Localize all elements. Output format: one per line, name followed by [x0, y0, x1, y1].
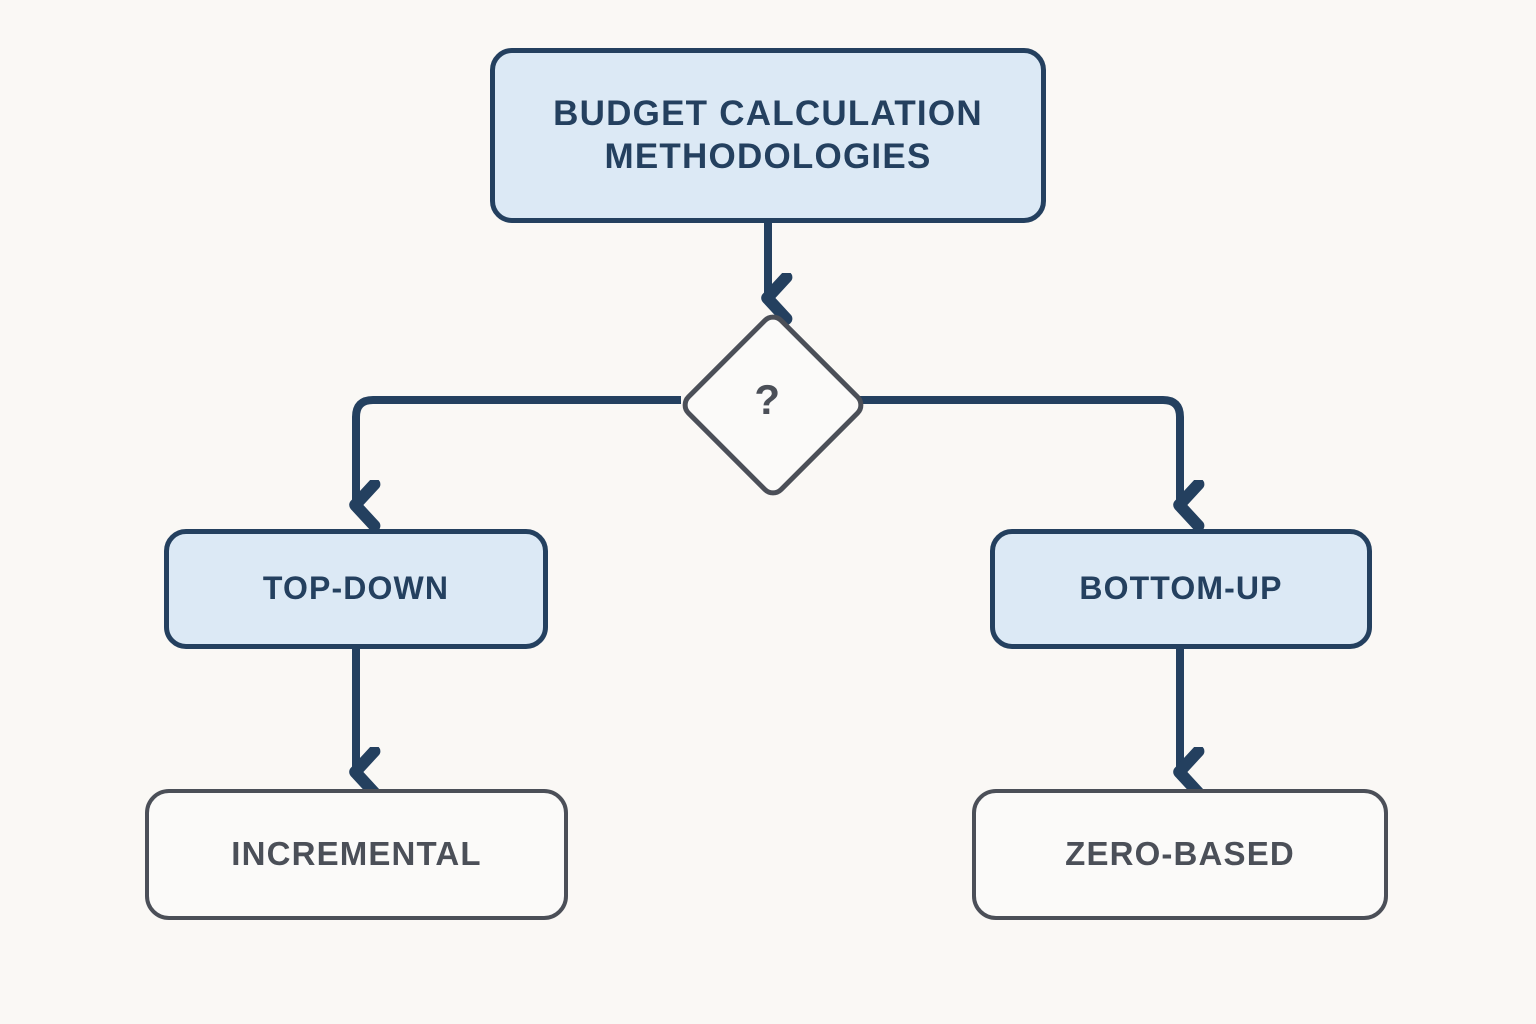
node-title-label: BUDGET CALCULATION METHODOLOGIES	[553, 93, 983, 176]
edge-decision-to-topdown	[356, 396, 681, 505]
node-top-down-label: TOP-DOWN	[262, 570, 450, 607]
node-top-down[interactable]: TOP-DOWN	[164, 529, 548, 649]
node-zero-based[interactable]: ZERO-BASED	[972, 789, 1388, 920]
node-budget-calculation-methodologies[interactable]: BUDGET CALCULATION METHODOLOGIES	[490, 48, 1046, 223]
node-incremental-label: INCREMENTAL	[231, 835, 482, 873]
node-bottom-up-label: BOTTOM-UP	[1079, 570, 1283, 607]
node-bottom-up[interactable]: BOTTOM-UP	[990, 529, 1372, 649]
node-zero-based-label: ZERO-BASED	[1065, 835, 1295, 873]
node-incremental[interactable]: INCREMENTAL	[145, 789, 568, 920]
question-mark-icon: ?	[754, 376, 782, 423]
edge-decision-to-bottomup	[855, 396, 1180, 505]
node-decision-diamond[interactable]: ?	[676, 308, 870, 502]
